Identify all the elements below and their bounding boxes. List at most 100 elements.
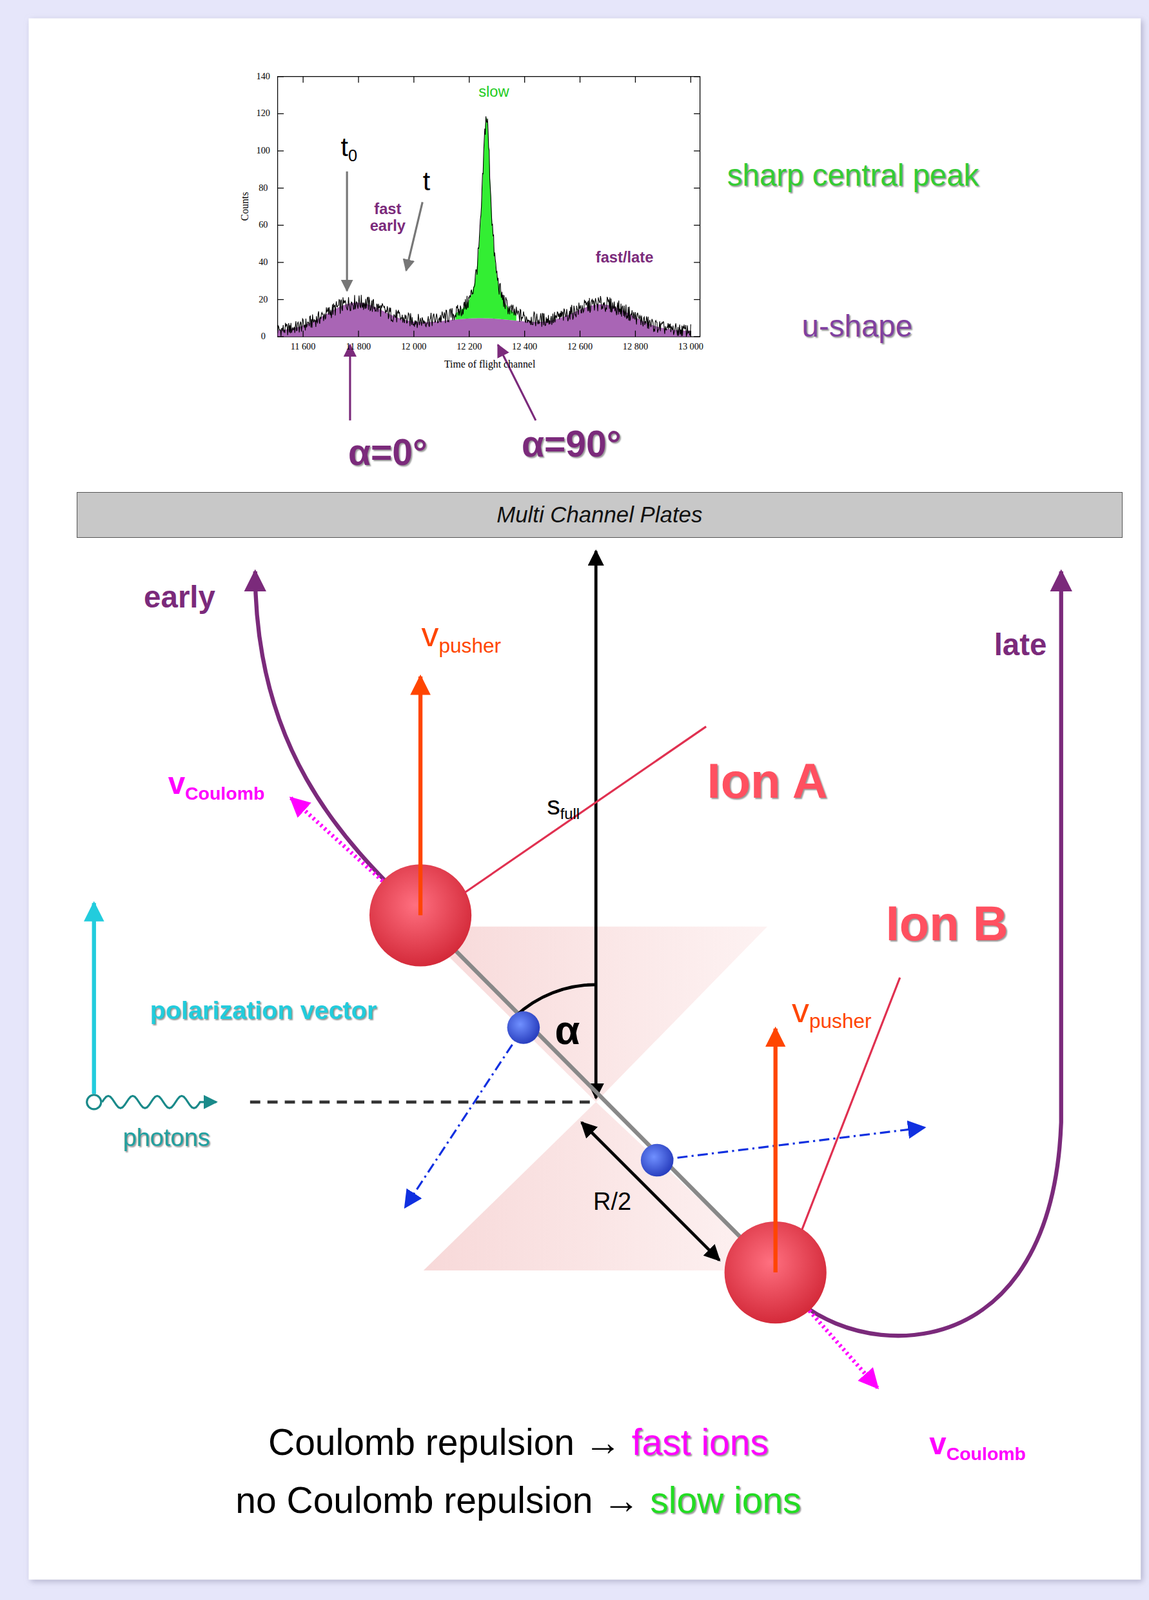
- axis-tick-label: 120: [256, 108, 271, 120]
- tick: [277, 261, 284, 263]
- angle-symbol: α: [554, 1008, 580, 1054]
- region-label: fast early: [355, 200, 420, 235]
- time-label: t: [422, 166, 431, 197]
- leader-line: [802, 977, 901, 1230]
- peak-label: slow: [478, 83, 509, 100]
- band-label: Multi Channel Plates: [496, 501, 703, 528]
- region-label: fast/late: [595, 248, 654, 266]
- pusher-velocity: [418, 676, 423, 915]
- tick: [413, 76, 414, 83]
- tick: [524, 330, 525, 337]
- velocity-label: v: [421, 615, 440, 654]
- angle-label: α=0°: [348, 432, 428, 473]
- axis-tick-label: 100: [256, 145, 271, 157]
- tick: [635, 330, 636, 337]
- axis-tick-label: 20: [258, 294, 268, 305]
- velocity-label: vCoulomb: [929, 1426, 1026, 1461]
- tick: [468, 330, 470, 337]
- axis-ticks: [277, 76, 701, 337]
- subscript: 0: [348, 147, 358, 166]
- late-trajectory: [775, 571, 1062, 1336]
- region-label: fast early: [355, 200, 420, 235]
- tick: [302, 330, 304, 337]
- tick: [277, 336, 284, 338]
- axis-tick-label: 11 800: [346, 341, 372, 353]
- subscript: Coulomb: [185, 783, 265, 804]
- angle-label: α=90°: [521, 423, 621, 465]
- distance-label: sfull: [546, 791, 580, 821]
- axis-tick-label: 12 800: [622, 341, 649, 353]
- leader-line: [464, 726, 707, 894]
- tick: [579, 76, 581, 83]
- axis-title: Time of flight channel: [444, 358, 536, 370]
- peak-fill: [455, 117, 516, 321]
- electron-path: [657, 1127, 925, 1160]
- caption-line: Coulomb repulsion →fast ions: [268, 1421, 769, 1463]
- note-label: u-shape: [802, 309, 914, 344]
- tick: [693, 299, 700, 300]
- axis-title: Counts: [239, 191, 251, 221]
- time-label: t: [422, 166, 431, 197]
- axis-tick-label: 20: [258, 294, 268, 305]
- tick: [693, 76, 700, 77]
- peak-label: slow: [478, 83, 509, 100]
- tick: [302, 76, 304, 83]
- half-distance-arrow: [581, 1121, 720, 1260]
- region-label: fast/late: [595, 248, 654, 266]
- angle-symbol: α: [554, 1008, 580, 1054]
- axis-tick-label: 12 200: [456, 341, 482, 353]
- ion-label: Ion B: [885, 896, 1009, 951]
- axis-tick-label: 0: [261, 331, 266, 342]
- tick: [635, 76, 636, 83]
- axis-tick-label: 100: [256, 145, 271, 157]
- axis-tick-label: 13 000: [678, 341, 704, 353]
- axis-title: Time of flight channel: [444, 358, 536, 370]
- trajectory-label: late: [994, 628, 1048, 662]
- axis-tick-label: 12 200: [456, 341, 482, 353]
- caption-line: no Coulomb repulsion →: [235, 1479, 640, 1521]
- tick: [277, 225, 284, 226]
- tick: [277, 299, 284, 300]
- photon-label: photons: [122, 1124, 210, 1152]
- alpha90-arrow: [497, 344, 536, 421]
- axis-tick-label: 12 400: [511, 341, 538, 353]
- emission-cone: [423, 1101, 776, 1271]
- axis-tick-label: 12 000: [401, 341, 427, 353]
- axis-tick-label: 12 600: [567, 341, 593, 353]
- t0-arrow: [346, 171, 349, 291]
- velocity-label: vCoulomb: [168, 766, 266, 801]
- tick: [357, 330, 359, 337]
- tick: [693, 261, 700, 263]
- axis-tick-label: 40: [258, 257, 268, 268]
- ion-label: Ion A: [707, 753, 828, 808]
- polarization-label: polarization vector: [149, 996, 377, 1025]
- axis-tick-label: 0: [261, 331, 266, 342]
- axis-tick-label: 60: [258, 219, 268, 231]
- trajectory-label: late: [994, 628, 1048, 662]
- tick: [690, 76, 692, 83]
- subscript: full: [560, 805, 580, 823]
- angle-label: α=90°: [521, 423, 621, 465]
- axis-title: Counts: [239, 191, 251, 221]
- axis-tick-label: 12 000: [401, 341, 427, 353]
- axis-tick-label: 140: [256, 71, 271, 82]
- tick: [277, 113, 284, 115]
- caption-line: fast ions: [631, 1421, 769, 1463]
- axis-tick-label: 11 600: [290, 341, 316, 353]
- ion-label: Ion A: [707, 753, 828, 808]
- velocity-label: vpusher: [421, 615, 502, 654]
- axis-tick-label: 120: [256, 108, 271, 120]
- molecular-axis: [420, 914, 776, 1273]
- tick: [693, 113, 700, 115]
- photon-source: [87, 1094, 102, 1110]
- note-label: sharp central peak: [727, 158, 980, 193]
- axis-tick-label: 12 400: [511, 341, 538, 353]
- electron: [507, 1011, 541, 1044]
- distance-label: R/2: [593, 1188, 632, 1216]
- tick: [693, 225, 700, 226]
- axis-tick-label: 11 600: [290, 341, 316, 353]
- velocity-label: vpusher: [791, 991, 872, 1030]
- subscript: pusher: [438, 634, 501, 658]
- tick: [693, 150, 700, 151]
